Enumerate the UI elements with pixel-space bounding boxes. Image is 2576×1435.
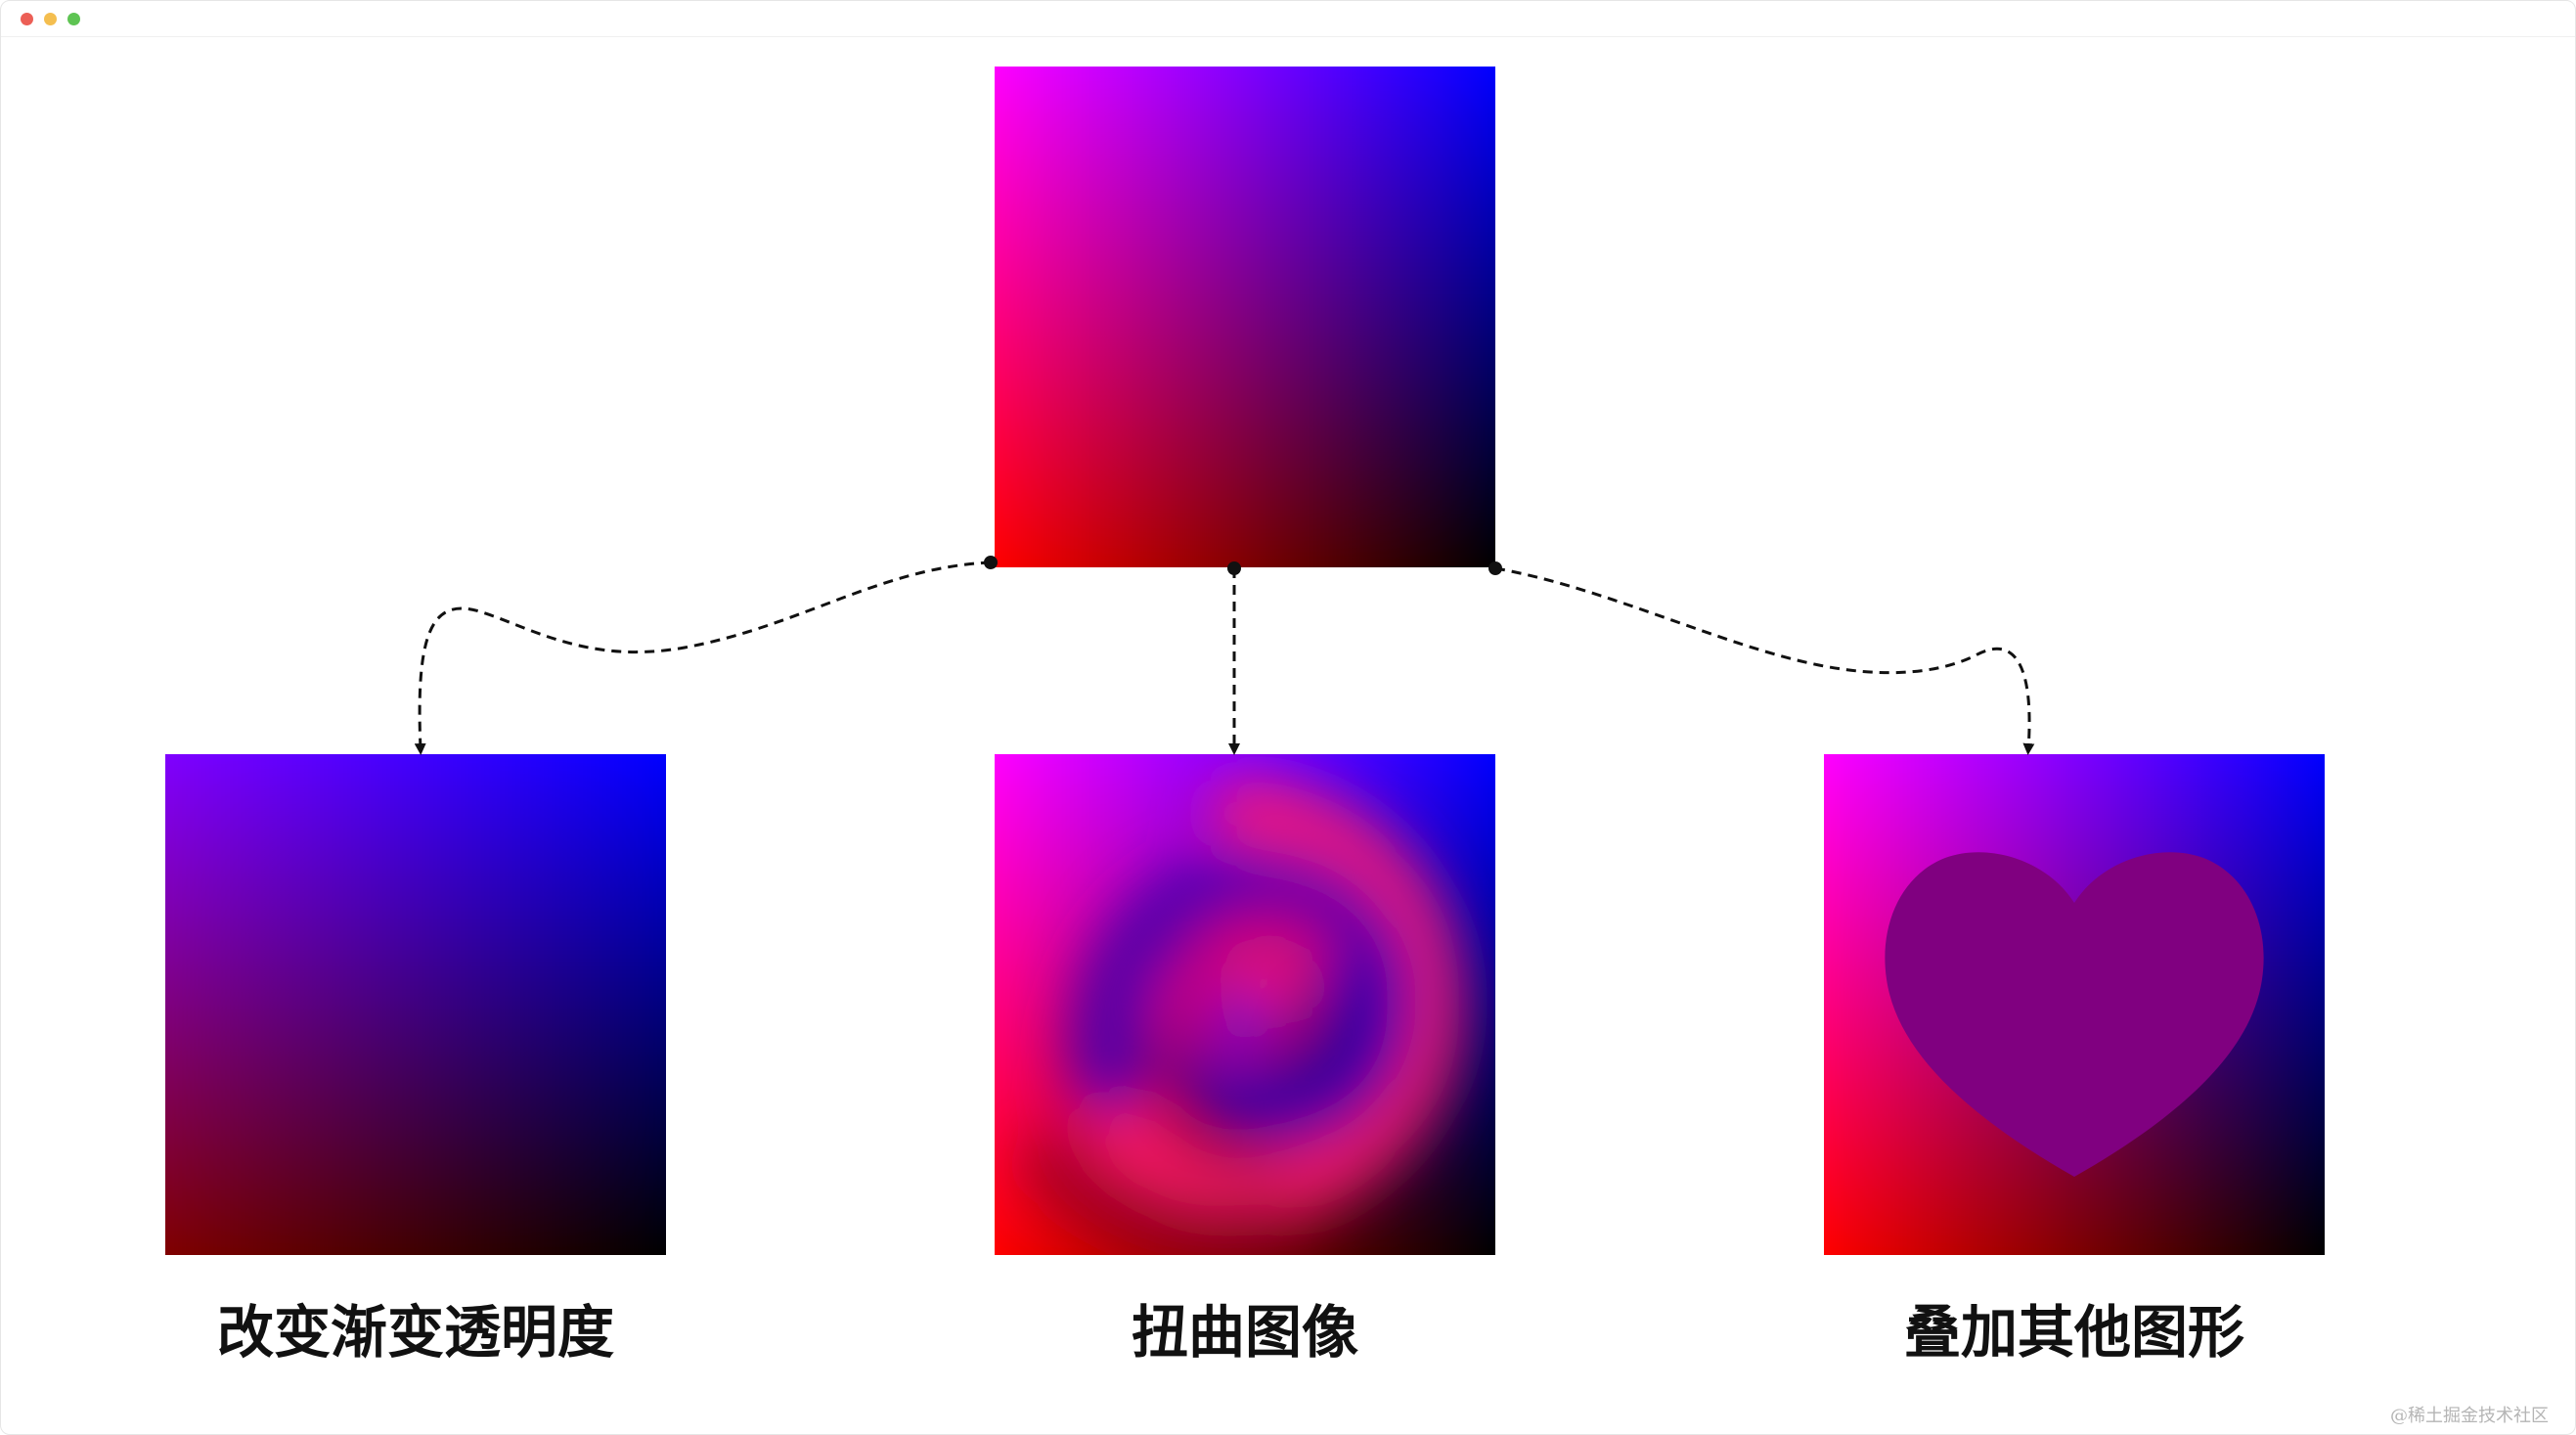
source-gradient-graphic [995, 67, 1495, 567]
twisted-gradient-square [995, 754, 1495, 1255]
connector-dot-right [1488, 561, 1502, 575]
opacity-gradient-square [165, 754, 666, 1255]
opacity-gradient-graphic [165, 754, 666, 1255]
source-gradient-square [995, 67, 1495, 567]
connector-dot-left [984, 556, 998, 569]
overlay-gradient-graphic [1824, 754, 2325, 1255]
connector-dot-middle [1227, 561, 1241, 575]
heart-shape [1885, 852, 2264, 1177]
caption-opacity: 改变渐变透明度 [216, 1299, 614, 1366]
arrow-path-left-drop [414, 561, 992, 755]
arrow-path-right [1494, 566, 2035, 755]
window-titlebar [1, 1, 2575, 37]
overlay-gradient-square [1824, 754, 2325, 1255]
twisted-gradient-graphic [995, 754, 1495, 1255]
minimize-window-button[interactable] [44, 13, 57, 25]
caption-twist: 扭曲图像 [1131, 1299, 1358, 1366]
close-window-button[interactable] [21, 13, 33, 25]
watermark: @稀土掘金技术社区 [2390, 1406, 2549, 1426]
maximize-window-button[interactable] [67, 13, 80, 25]
caption-overlay: 叠加其他图形 [1903, 1299, 2244, 1366]
